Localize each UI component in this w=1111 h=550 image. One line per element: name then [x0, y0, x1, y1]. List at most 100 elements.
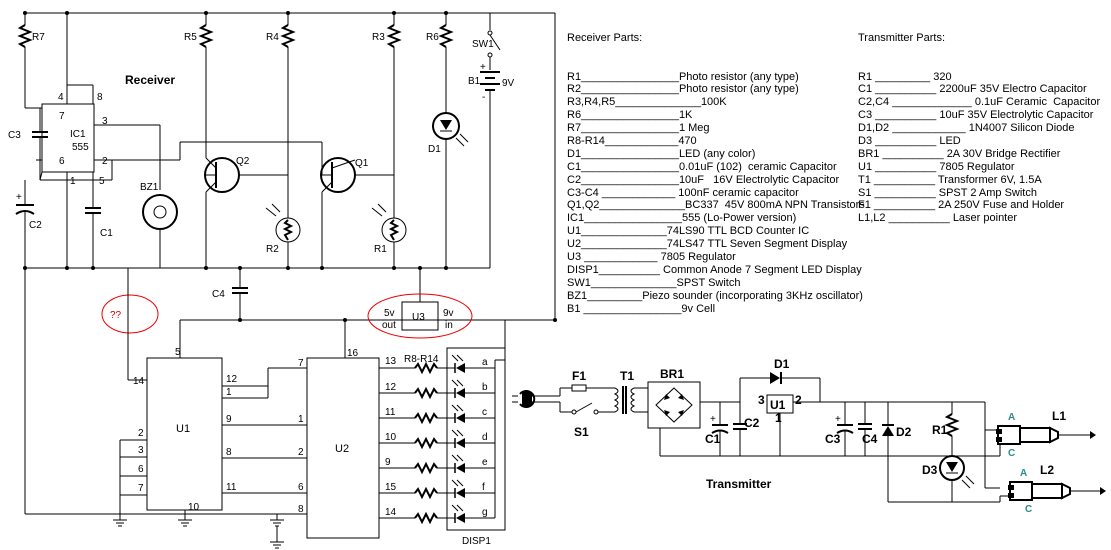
tc3-label: C3 — [825, 432, 841, 446]
c1-label: C1 — [100, 228, 113, 239]
u1-pin5: 5 — [175, 347, 181, 358]
segment-led-icon — [456, 363, 465, 373]
u2-pin9: 9 — [385, 457, 391, 468]
disp1-label: DISP1 — [462, 536, 491, 547]
segment-led-icon — [456, 388, 465, 398]
segment-resistor — [414, 461, 438, 475]
segment-led-ray — [451, 379, 459, 387]
segment-resistor — [414, 511, 438, 525]
transmitter-part-line: D1,D2 ____________ 1N4007 Silicon Diode — [858, 122, 1075, 135]
segment-resistor — [414, 361, 438, 375]
u1-pin11: 11 — [226, 482, 237, 493]
u1-pin3: 3 — [138, 445, 144, 456]
segment-resistor — [414, 411, 438, 425]
receiver-part-line: U3 ____________ 7805 Regulator — [567, 250, 736, 263]
l2-cathode: C — [1025, 504, 1032, 515]
receiver-part-line: BZ1_________Piezo sounder (incorporating… — [567, 289, 863, 302]
receiver-parts-list: Receiver Parts: R1________________Photo … — [567, 6, 865, 315]
u2-pin12: 12 — [385, 382, 397, 393]
transmitter-part-line: C3 __________ 10uF 35V Electrolytic Capa… — [858, 109, 1094, 122]
c2-label: C2 — [29, 220, 42, 231]
c4-label: C4 — [212, 289, 225, 300]
receiver-part-line: R3,R4,R5______________100K — [567, 96, 727, 109]
segment-label: c — [482, 407, 487, 418]
ic1-pin4: 4 — [58, 92, 64, 103]
ic1-pin3: 3 — [102, 116, 108, 127]
ic1-pin5: 5 — [99, 176, 105, 187]
u2-pin6: 6 — [298, 482, 304, 493]
r4-label: R4 — [266, 32, 279, 43]
u1-label: U1 — [176, 423, 190, 435]
receiver-part-line: U1______________74LS90 TTL BCD Counter I… — [567, 225, 810, 238]
tu1-label: U1 — [770, 398, 786, 412]
td1-label: D1 — [774, 357, 790, 371]
u1-pin6: 6 — [138, 464, 144, 475]
tc1-label: C1 — [705, 432, 721, 446]
segment-led-icon — [456, 488, 465, 498]
receiver-part-line: SW1______________SPST Switch — [567, 276, 741, 289]
highlight-question — [101, 294, 159, 334]
transmitter-part-line: C1 __________ 2200uF 35V Electro Capacit… — [858, 83, 1087, 96]
u3-in-v: 9v — [443, 308, 454, 319]
segment-led-ray — [456, 479, 464, 487]
transmitter-circuit: F1 S1 T1 BR1 C1 + — [512, 357, 1106, 515]
u2-pin16: 16 — [347, 348, 359, 359]
b1-plus: + — [480, 62, 486, 73]
reg-pin3: 3 — [758, 393, 765, 407]
segment-led-ray — [456, 379, 464, 387]
segment-led-ray — [456, 354, 464, 362]
ic1-pin7: 7 — [59, 111, 65, 122]
tc3-plus: + — [835, 414, 841, 425]
segment-led-ray — [451, 354, 459, 362]
segment-led-icon — [456, 513, 465, 523]
b1-minus: - — [482, 92, 485, 103]
receiver-part-line: Q1,Q2______________BC337 45V 800mA NPN T… — [567, 199, 865, 212]
u1-pin10: 10 — [188, 502, 200, 513]
b1-voltage: 9V — [502, 78, 515, 89]
u1-pin9: 9 — [226, 414, 232, 425]
transmitter-part-line: R1 _________ 320 — [858, 70, 952, 83]
ic1-pin1: 1 — [70, 176, 76, 187]
u2-pin1: 1 — [298, 414, 304, 425]
segment-led-ray — [451, 429, 459, 437]
segment-led-ray — [451, 404, 459, 412]
r7-label: R7 — [32, 32, 45, 43]
segment-label: d — [482, 432, 488, 443]
u1-pin12: 12 — [226, 374, 238, 385]
r8-r14-label: R8-R14 — [404, 354, 439, 365]
receiver-title: Receiver — [125, 73, 175, 87]
segment-led-ray — [451, 479, 459, 487]
receiver-part-line: R8-R14____________470 — [567, 134, 697, 147]
segment-led-ray — [456, 454, 464, 462]
plug-icon — [519, 390, 536, 408]
t1-label: T1 — [620, 369, 634, 383]
transmitter-part-line: L1,L2 __________ Laser pointer — [858, 212, 1018, 225]
tc2-label: C2 — [744, 416, 760, 430]
segment-label: a — [482, 357, 488, 368]
transmitter-part-line: U1 __________ 7805 Regulator — [858, 160, 1015, 173]
u2-pin7: 7 — [298, 358, 304, 369]
question-mark: ?? — [110, 310, 122, 321]
tc1-plus: + — [710, 414, 716, 425]
segment-label: b — [482, 382, 488, 393]
l1-anode: A — [1008, 412, 1015, 423]
receiver-parts-title: Receiver Parts: — [567, 31, 643, 44]
u2-pin11: 11 — [385, 407, 396, 418]
segment-led-icon — [456, 438, 465, 448]
receiver-part-line: R6________________1K — [567, 109, 693, 122]
sw1-label: SW1 — [472, 39, 494, 50]
u3-out-v: 5v — [384, 308, 395, 319]
ic1-pin2: 2 — [102, 156, 108, 167]
u2-pin8: 8 — [298, 504, 304, 515]
transmitter-parts-title: Transmitter Parts: — [858, 31, 945, 44]
u2-pin15: 15 — [385, 482, 397, 493]
receiver-part-line: IC1________________555 (Lo-Power version… — [567, 212, 797, 225]
segment-resistor — [414, 486, 438, 500]
f1-label: F1 — [572, 369, 586, 383]
u2-pin10: 10 — [385, 432, 397, 443]
td2-label: D2 — [896, 425, 912, 439]
l1-label: L1 — [1052, 409, 1066, 423]
